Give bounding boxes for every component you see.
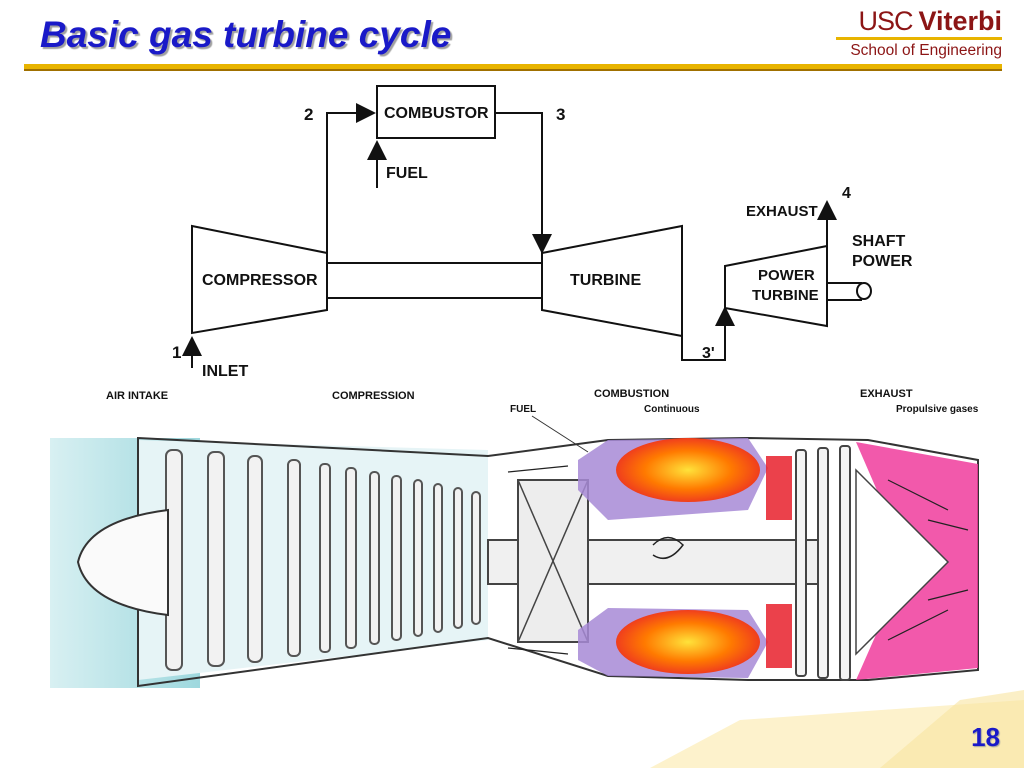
logo-viterbi: Viterbi: [918, 6, 1002, 36]
label-station-4: 4: [842, 185, 851, 202]
label-station-3p: 3': [702, 345, 715, 362]
label-fuel: FUEL: [386, 165, 428, 182]
label-shaft: SHAFT: [852, 233, 906, 250]
label-station-2: 2: [304, 105, 313, 124]
cycle-schematic: 2 COMBUSTOR 3 FUEL COMPRESSOR TURBINE EX…: [172, 78, 912, 378]
compressor-shape: [191, 224, 328, 335]
slide-title: Basic gas turbine cycle: [40, 14, 452, 55]
flame-lower: [616, 610, 760, 674]
label-compression: COMPRESSION: [332, 390, 415, 402]
label-turbine: TURBINE: [570, 272, 641, 289]
logo-bar: [836, 37, 1002, 40]
label-air-intake: AIR INTAKE: [106, 390, 168, 402]
label-exhaust-engine: EXHAUST: [860, 388, 913, 400]
label-power-turbine: TURBINE: [752, 287, 819, 304]
label-station-1: 1: [172, 343, 181, 362]
label-power: POWER: [758, 267, 815, 284]
power-turbine-shape: [724, 244, 828, 328]
logo-school: School of Engineering: [850, 42, 1002, 59]
flame-upper: [616, 438, 760, 502]
engine-cutaway: AIR INTAKE COMPRESSION COMBUSTION Contin…: [50, 388, 979, 688]
label-combustion-sub: Continuous: [644, 404, 700, 415]
title-rule: [24, 64, 1002, 71]
label-shaft-power: POWER: [852, 253, 912, 270]
label-station-3: 3: [556, 105, 565, 124]
label-compressor: COMPRESSOR: [202, 272, 318, 289]
logo-usc: USC: [858, 6, 913, 36]
page-number: 18: [971, 722, 1000, 752]
label-fuel-engine: FUEL: [510, 404, 536, 415]
label-combustor: COMBUSTOR: [384, 105, 489, 122]
label-combustion: COMBUSTION: [594, 388, 669, 400]
nose-cone: [76, 508, 169, 617]
label-inlet: INLET: [202, 363, 248, 378]
label-exhaust-sub: Propulsive gases: [896, 404, 979, 415]
label-exhaust: EXHAUST: [746, 203, 818, 220]
